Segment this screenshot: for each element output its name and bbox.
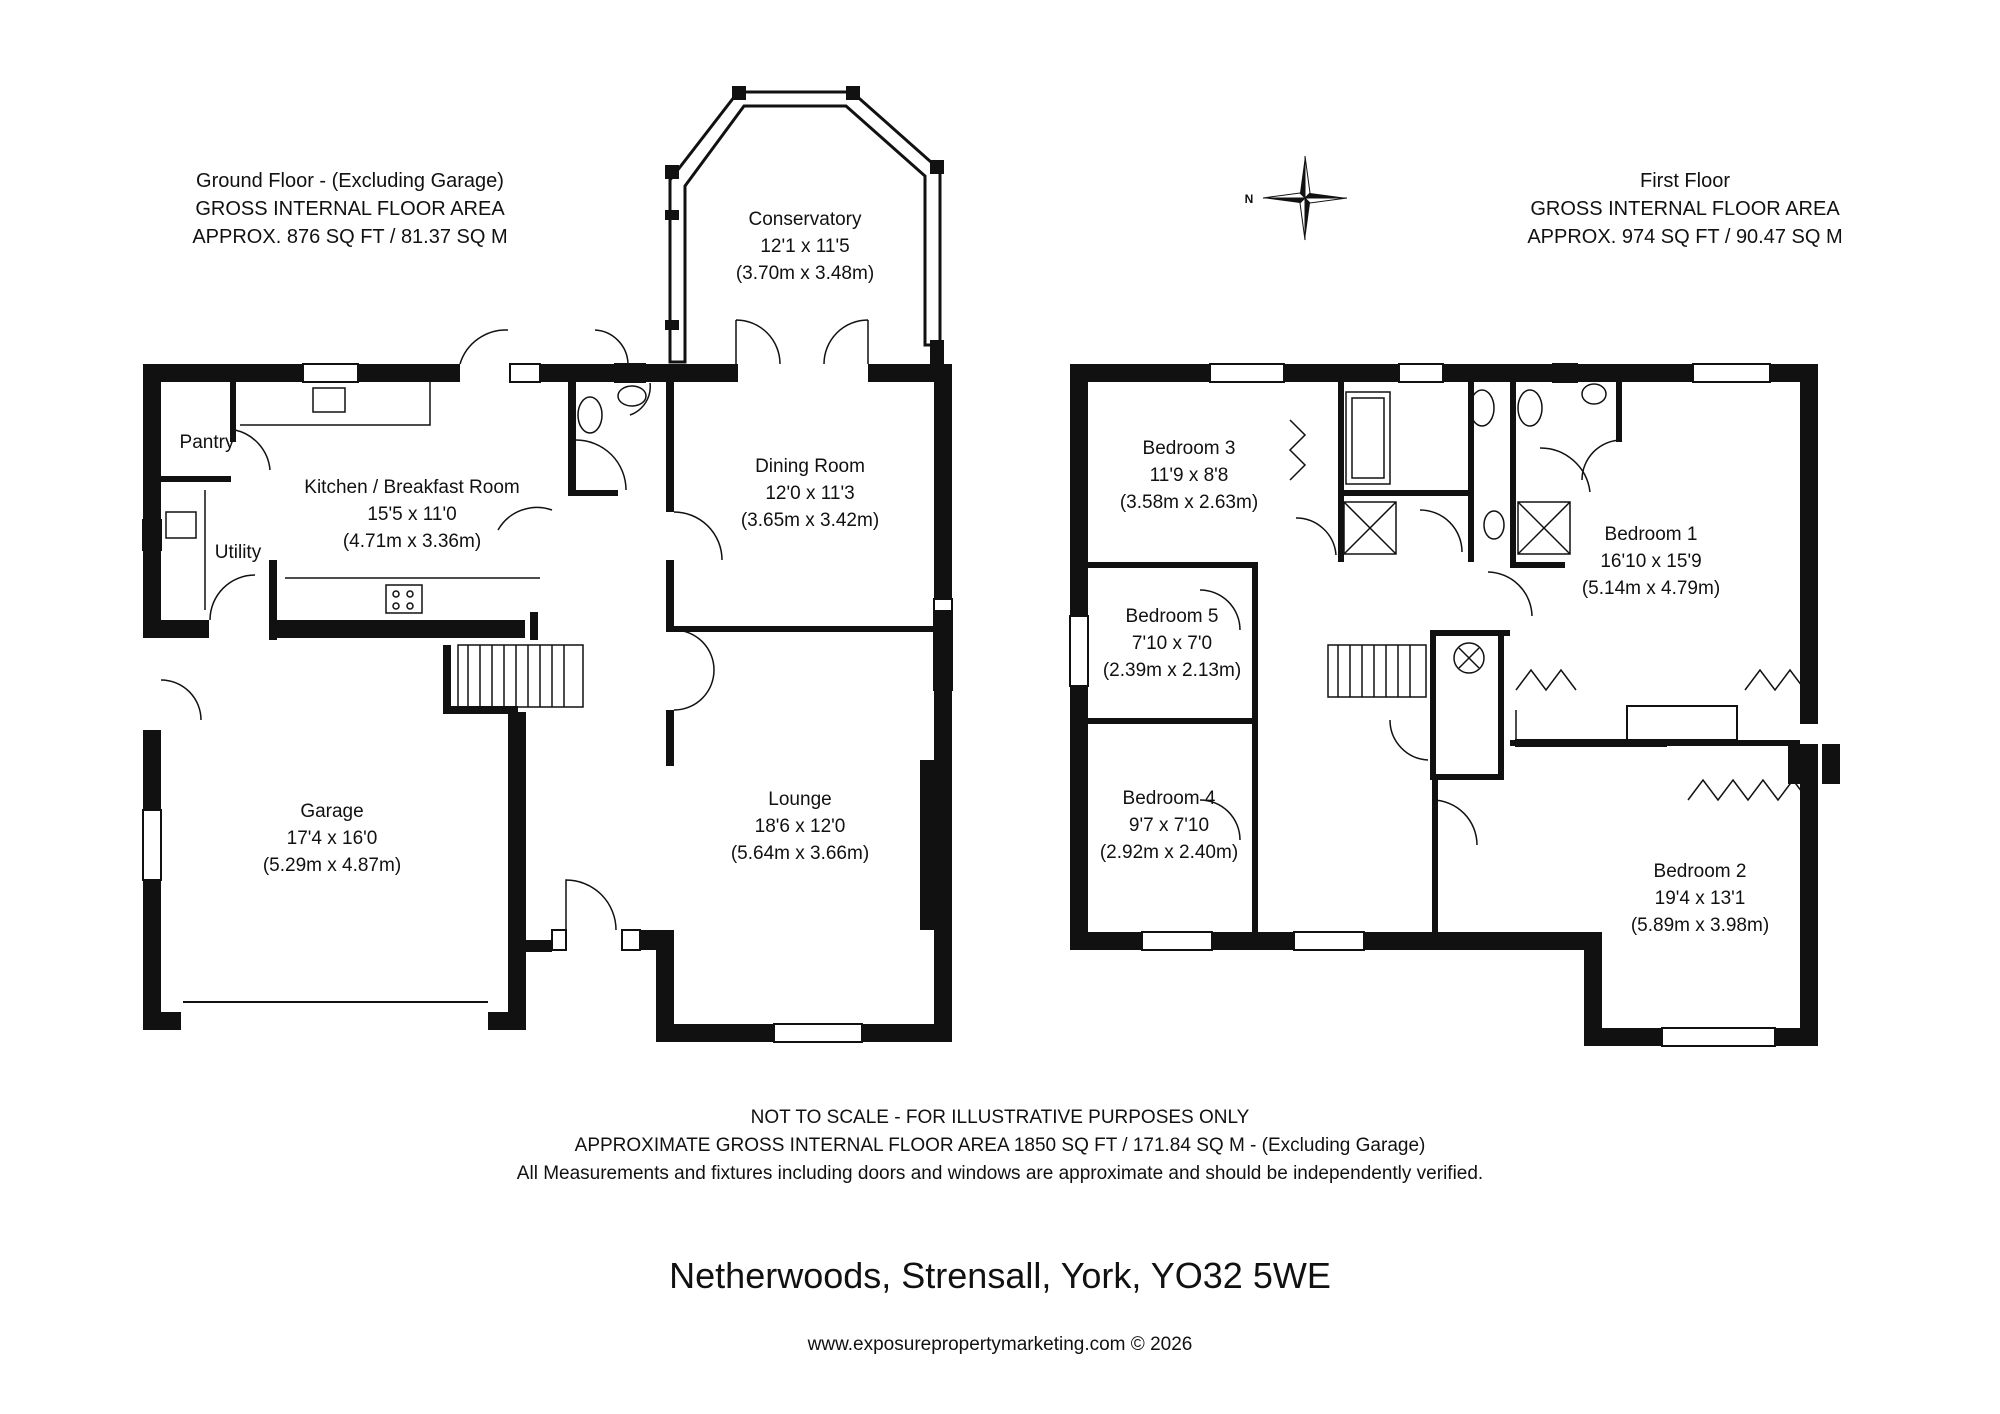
room-bedroom2: Bedroom 2 19'4 x 13'1 (5.89m x 3.98m): [1631, 861, 1769, 936]
room-bedroom5: Bedroom 5 7'10 x 7'0 (2.39m x 2.13m): [1103, 606, 1241, 681]
room-size-metric: (5.64m x 3.66m): [731, 843, 869, 864]
ground-floor-windows: [142, 363, 953, 1043]
floor-area-value: APPROX. 974 SQ FT / 90.47 SQ M: [1527, 226, 1842, 248]
room-size-imperial: 18'6 x 12'0: [755, 816, 846, 837]
room-name: Utility: [215, 542, 262, 563]
ground-floor-plan: Conservatory 12'1 x 11'5 (3.70m x 3.48m)…: [142, 86, 953, 1043]
room-size-imperial: 7'10 x 7'0: [1132, 633, 1212, 654]
first-floor-fixtures: [1288, 383, 1809, 802]
ground-floor-fixtures: [165, 382, 647, 614]
compass-north-label: N: [1245, 192, 1254, 206]
room-garage: Garage 17'4 x 16'0 (5.29m x 4.87m): [263, 801, 401, 876]
room-size-imperial: 12'1 x 11'5: [760, 236, 849, 257]
room-name: Conservatory: [749, 209, 862, 230]
room-pantry: Pantry: [180, 432, 235, 453]
ground-floor-walls: [143, 364, 952, 1042]
compass-icon: N: [1245, 155, 1348, 241]
ground-floor-doors: [160, 319, 869, 931]
first-floor-plan: Bedroom 3 11'9 x 8'8 (3.58m x 2.63m) Bed…: [1069, 170, 1843, 1047]
website-credit: www.exposurepropertymarketing.com © 2026: [807, 1334, 1193, 1355]
room-size-metric: (5.29m x 4.87m): [263, 855, 401, 876]
room-name: Kitchen / Breakfast Room: [304, 477, 519, 498]
ground-floor-header: Ground Floor - (Excluding Garage) GROSS …: [192, 170, 507, 248]
floor-title: Ground Floor - (Excluding Garage): [196, 170, 504, 192]
property-address: Netherwoods, Strensall, York, YO32 5WE: [669, 1255, 1331, 1296]
floor-area-value: APPROX. 876 SQ FT / 81.37 SQ M: [192, 226, 507, 248]
room-name: Garage: [300, 801, 363, 822]
room-name: Bedroom 1: [1605, 524, 1698, 545]
room-size-metric: (5.89m x 3.98m): [1631, 915, 1769, 936]
room-size-imperial: 12'0 x 11'3: [765, 483, 854, 504]
disclaimer-line-2: APPROXIMATE GROSS INTERNAL FLOOR AREA 18…: [575, 1135, 1426, 1156]
room-size-metric: (3.70m x 3.48m): [736, 263, 874, 284]
room-kitchen: Kitchen / Breakfast Room 15'5 x 11'0 (4.…: [304, 477, 519, 552]
ground-floor-stairs: [457, 644, 584, 708]
room-utility: Utility: [215, 542, 262, 563]
room-name: Bedroom 5: [1126, 606, 1219, 627]
room-name: Dining Room: [755, 456, 865, 477]
room-name: Pantry: [180, 432, 235, 453]
first-floor-stairs: [1327, 644, 1427, 698]
room-name: Bedroom 4: [1123, 788, 1216, 809]
first-floor-walls: [1070, 364, 1840, 1046]
room-size-metric: (3.58m x 2.63m): [1120, 492, 1258, 513]
room-size-metric: (5.14m x 4.79m): [1582, 578, 1720, 599]
room-size-imperial: 17'4 x 16'0: [287, 828, 378, 849]
room-name: Bedroom 3: [1143, 438, 1236, 459]
disclaimer-line-3: All Measurements and fixtures including …: [517, 1163, 1483, 1184]
floor-title: First Floor: [1640, 170, 1730, 192]
room-size-metric: (2.92m x 2.40m): [1100, 842, 1238, 863]
room-size-metric: (2.39m x 2.13m): [1103, 660, 1241, 681]
floor-area-label: GROSS INTERNAL FLOOR AREA: [195, 198, 505, 220]
room-conservatory: Conservatory 12'1 x 11'5 (3.70m x 3.48m): [736, 209, 874, 284]
room-size-imperial: 9'7 x 7'10: [1129, 815, 1209, 836]
first-floor-windows: [1069, 363, 1776, 1047]
room-dining: Dining Room 12'0 x 11'3 (3.65m x 3.42m): [741, 456, 879, 531]
room-size-metric: (4.71m x 3.36m): [343, 531, 481, 552]
conservatory-walls: [665, 86, 944, 365]
disclaimer-line-1: NOT TO SCALE - FOR ILLUSTRATIVE PURPOSES…: [751, 1107, 1250, 1128]
disclaimer: NOT TO SCALE - FOR ILLUSTRATIVE PURPOSES…: [517, 1107, 1483, 1184]
room-lounge: Lounge 18'6 x 12'0 (5.64m x 3.66m): [731, 789, 869, 864]
room-size-imperial: 19'4 x 13'1: [1655, 888, 1746, 909]
room-bedroom1: Bedroom 1 16'10 x 15'9 (5.14m x 4.79m): [1582, 524, 1720, 599]
room-size-metric: (3.65m x 3.42m): [741, 510, 879, 531]
room-name: Bedroom 2: [1654, 861, 1747, 882]
room-bedroom4: Bedroom 4 9'7 x 7'10 (2.92m x 2.40m): [1100, 788, 1238, 863]
room-bedroom3: Bedroom 3 11'9 x 8'8 (3.58m x 2.63m): [1120, 438, 1258, 513]
first-floor-header: First Floor GROSS INTERNAL FLOOR AREA AP…: [1527, 170, 1842, 248]
room-size-imperial: 15'5 x 11'0: [367, 504, 456, 525]
room-size-imperial: 16'10 x 15'9: [1600, 551, 1701, 572]
first-floor-doors: [1199, 439, 1623, 846]
floor-area-label: GROSS INTERNAL FLOOR AREA: [1530, 198, 1840, 220]
room-name: Lounge: [768, 789, 831, 810]
room-size-imperial: 11'9 x 8'8: [1150, 465, 1229, 486]
